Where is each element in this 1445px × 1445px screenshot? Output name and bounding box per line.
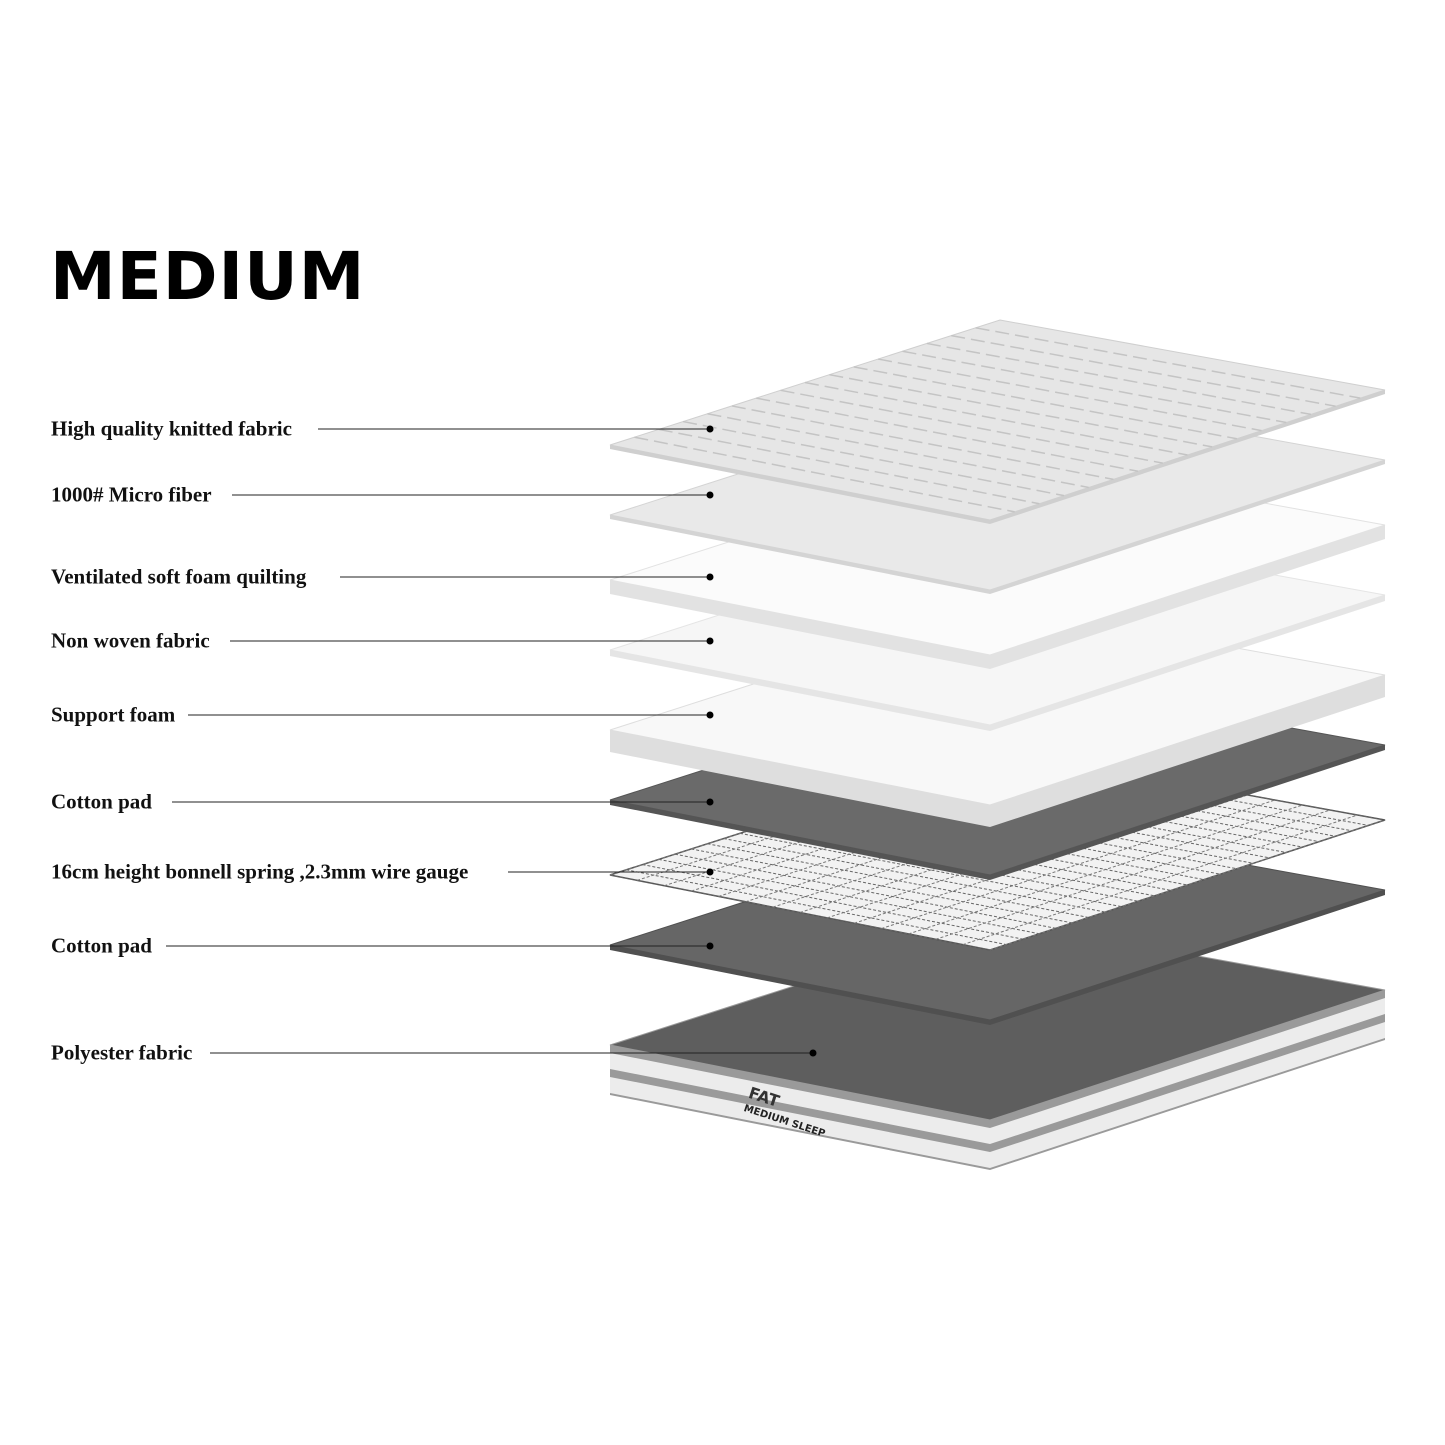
leader-dot [706, 637, 714, 645]
quilt-stitch [926, 342, 1312, 416]
spring-coil-row [609, 874, 991, 951]
layer-label: Cotton pad [51, 933, 152, 958]
quilt-stitch [975, 327, 1361, 399]
quilt-stitch [658, 428, 1040, 505]
spring-coil-col [962, 814, 1358, 946]
spring-coil-row [626, 869, 1007, 946]
layer-label: Polyester fabric [51, 1040, 193, 1065]
firmness-title: MEDIUM [50, 238, 366, 315]
quilt-stitch [756, 397, 1139, 472]
layer-label: 16cm height bonnell spring ,2.3mm wire g… [51, 859, 469, 884]
layer-label: High quality knitted fabric [51, 416, 292, 441]
layer-side [610, 675, 1385, 827]
leader-dot [706, 425, 714, 433]
spring-coil-col [908, 804, 1303, 935]
spring-coil-col [881, 799, 1276, 930]
quilt-stitch [707, 413, 1089, 489]
quilt-stitch [682, 420, 1065, 497]
leader-dot [706, 491, 714, 499]
quilt-stitch [731, 405, 1114, 481]
layer-label: Cotton pad [51, 789, 152, 814]
quilt-stitch [804, 381, 1188, 456]
quilt-stitch [951, 334, 1336, 407]
spring-coil-col [935, 809, 1331, 940]
leader-dot [809, 1049, 817, 1057]
quilt-stitch [780, 389, 1163, 464]
layer-label: Non woven fabric [51, 628, 210, 653]
quilt-stitch [877, 358, 1262, 432]
quilt-stitch [634, 436, 1015, 513]
layer-label: Ventilated soft foam quilting [51, 564, 307, 589]
layer-label: Support foam [51, 702, 176, 727]
leader-dot [706, 573, 714, 581]
layer-0 [609, 319, 1386, 524]
spring-coil-col [989, 819, 1386, 951]
leader-dot [706, 798, 714, 806]
quilt-stitch [853, 366, 1238, 440]
leader-dot [706, 868, 714, 876]
quilt-stitch [829, 373, 1213, 448]
leader-dot [706, 942, 714, 950]
leader-dot [706, 711, 714, 719]
quilt-stitch [902, 350, 1287, 424]
layer-label: 1000# Micro fiber [51, 482, 212, 507]
